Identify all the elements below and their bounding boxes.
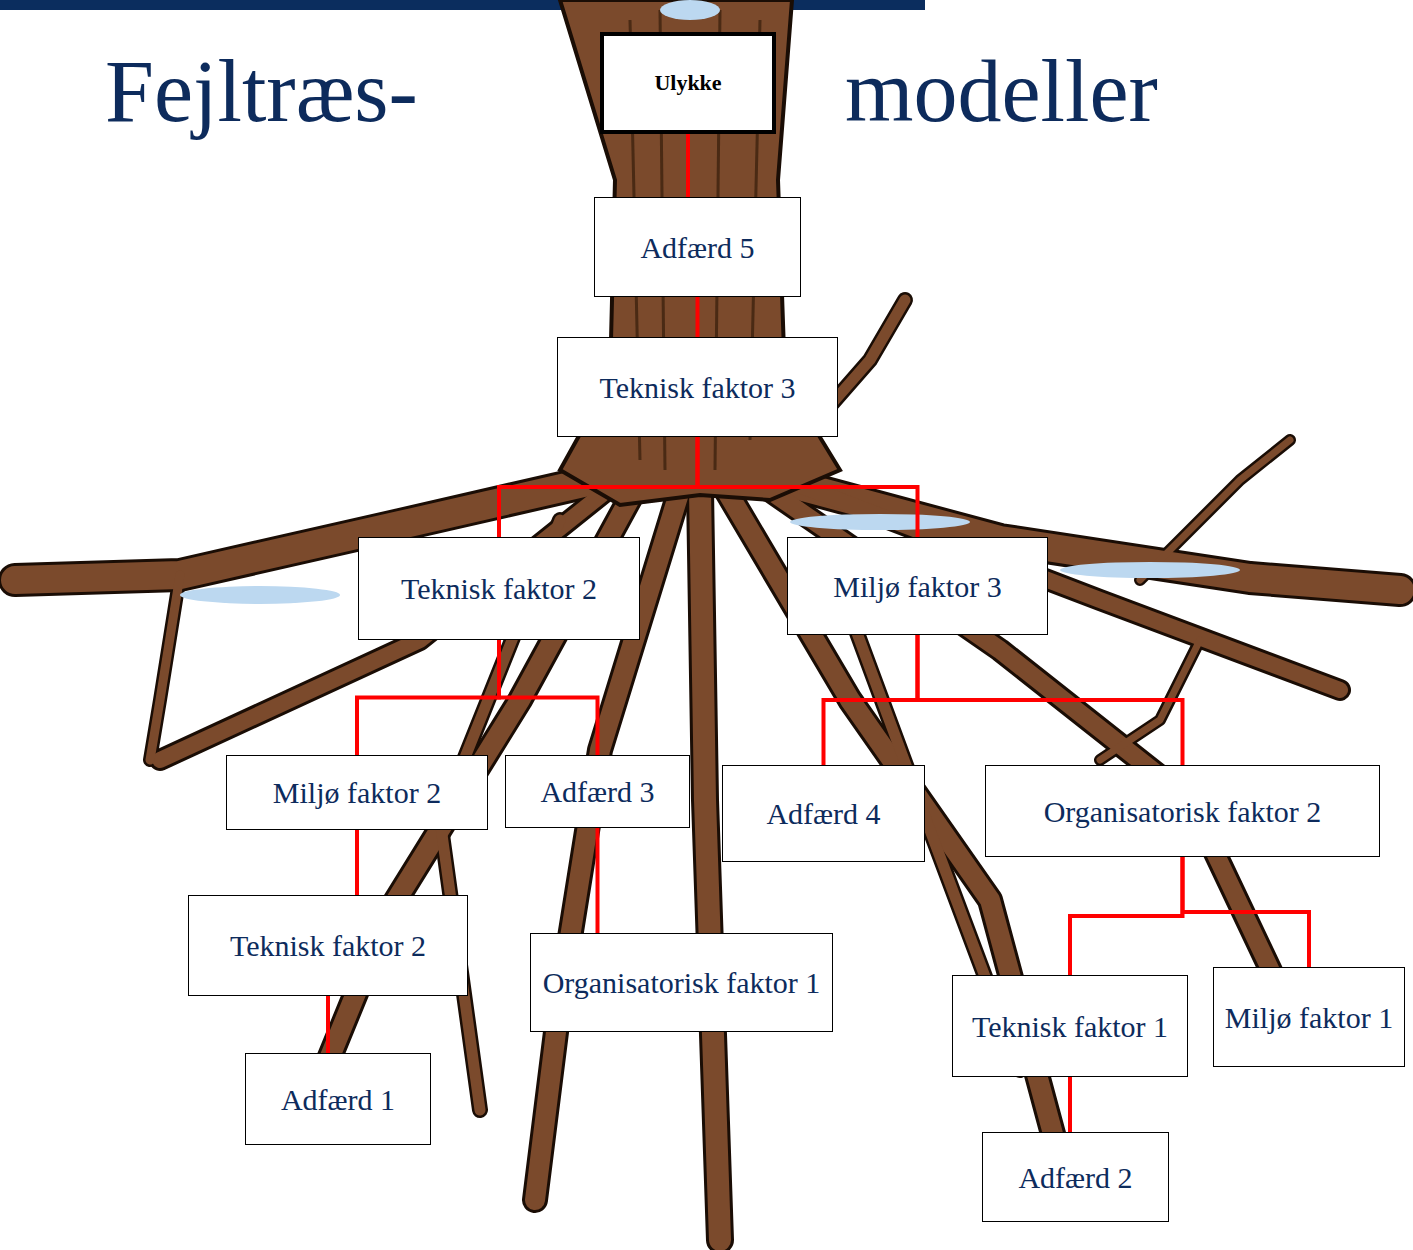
cause-connector bbox=[696, 297, 700, 337]
cause-box: Miljø faktor 2 bbox=[226, 755, 488, 830]
node-label: Adfærd 1 bbox=[281, 1080, 395, 1119]
cause-connector bbox=[918, 635, 1183, 765]
cause-connector bbox=[499, 640, 598, 755]
node-label: Adfærd 4 bbox=[766, 794, 880, 833]
slide-title: Fejltræs- bbox=[105, 48, 418, 136]
top-event-box: Ulykke bbox=[600, 32, 776, 134]
cause-box: Teknisk faktor 1 bbox=[952, 975, 1188, 1077]
node-label: Organisatorisk faktor 1 bbox=[543, 963, 821, 1002]
node-label: Teknisk faktor 3 bbox=[599, 368, 795, 407]
node-label: Adfærd 3 bbox=[540, 772, 654, 811]
cause-box: Organisatorisk faktor 2 bbox=[985, 765, 1380, 857]
slide-title: modeller bbox=[845, 48, 1158, 136]
cause-connector bbox=[1070, 857, 1183, 975]
cause-box: Organisatorisk faktor 1 bbox=[530, 933, 833, 1032]
cause-connector bbox=[686, 134, 690, 197]
cause-connector bbox=[1068, 1077, 1072, 1132]
cause-box: Teknisk faktor 2 bbox=[358, 537, 640, 640]
cause-connector bbox=[1183, 857, 1310, 967]
cause-connector bbox=[596, 828, 600, 933]
node-label: Miljø faktor 1 bbox=[1225, 998, 1393, 1037]
node-label: Ulykke bbox=[654, 69, 721, 98]
cause-connector bbox=[355, 830, 359, 895]
cause-connector bbox=[499, 437, 698, 537]
cause-connector bbox=[357, 640, 499, 755]
cause-box: Miljø faktor 1 bbox=[1213, 967, 1405, 1067]
node-label: Teknisk faktor 2 bbox=[401, 569, 597, 608]
cause-box: Teknisk faktor 2 bbox=[188, 895, 468, 996]
node-label: Miljø faktor 2 bbox=[273, 773, 441, 812]
cause-box: Miljø faktor 3 bbox=[787, 537, 1048, 635]
node-label: Miljø faktor 3 bbox=[833, 567, 1001, 606]
cause-box: Adfærd 5 bbox=[594, 197, 801, 297]
cause-box: Teknisk faktor 3 bbox=[557, 337, 838, 437]
cause-connector bbox=[326, 996, 330, 1053]
node-label: Adfærd 2 bbox=[1018, 1158, 1132, 1197]
node-label: Organisatorisk faktor 2 bbox=[1044, 792, 1322, 831]
cause-connector bbox=[824, 635, 918, 765]
cause-box: Adfærd 2 bbox=[982, 1132, 1169, 1222]
cause-box: Adfærd 4 bbox=[722, 765, 925, 862]
node-label: Teknisk faktor 1 bbox=[972, 1007, 1168, 1046]
cause-box: Adfærd 3 bbox=[505, 755, 690, 828]
cause-box: Adfærd 1 bbox=[245, 1053, 431, 1145]
cause-connector bbox=[698, 437, 918, 537]
node-label: Teknisk faktor 2 bbox=[230, 926, 426, 965]
node-label: Adfærd 5 bbox=[640, 228, 754, 267]
